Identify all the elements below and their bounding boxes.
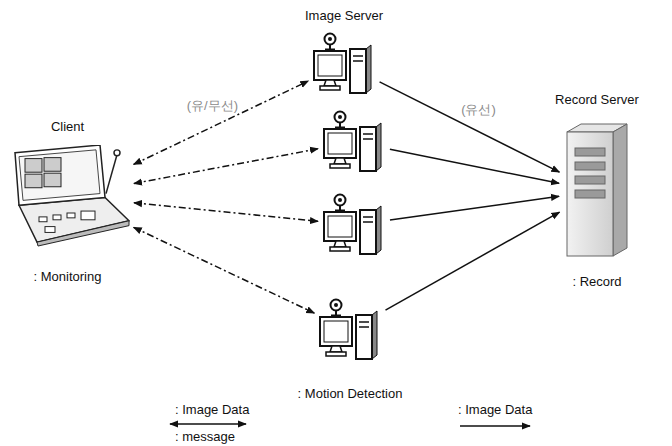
server-label: Record Server (555, 92, 639, 108)
link-wireless (134, 81, 309, 164)
link-wireless (134, 149, 318, 184)
link-wired (385, 212, 559, 310)
record-server-node: Record Server: Record (563, 122, 631, 260)
image-server-node (322, 193, 386, 257)
legend-single-arrow (460, 425, 530, 427)
legend-text: : Image Data (458, 402, 532, 417)
client-node: Client: Monitoring (5, 145, 130, 247)
image-server-icon (312, 32, 376, 96)
image-server-icon (322, 110, 386, 174)
image-server-node: Image Server (312, 32, 376, 96)
client-label: Client (51, 119, 84, 135)
image-server-icon (318, 298, 382, 362)
role-label: : Record (572, 274, 621, 290)
link-wired (380, 82, 560, 172)
connector-group (134, 81, 560, 313)
legend-text: : Image Data (175, 402, 249, 417)
laptop-icon (5, 145, 130, 247)
image-server-node (322, 110, 386, 174)
role-label: : Motion Detection (298, 386, 403, 402)
link-wireless (134, 203, 318, 222)
link-wireless (134, 227, 315, 313)
link-wired (390, 196, 559, 220)
legend-text: : message (175, 429, 235, 444)
link-label: (유/무선) (185, 97, 240, 112)
link-label: (유선) (459, 102, 498, 117)
role-label: : Monitoring (34, 269, 102, 285)
server-label: Image Server (305, 8, 383, 24)
image-server-node: : Motion Detection (318, 298, 382, 362)
record-server-icon (563, 122, 631, 260)
legend-double-arrow (170, 423, 246, 425)
image-server-icon (322, 193, 386, 257)
link-wired (390, 149, 559, 183)
